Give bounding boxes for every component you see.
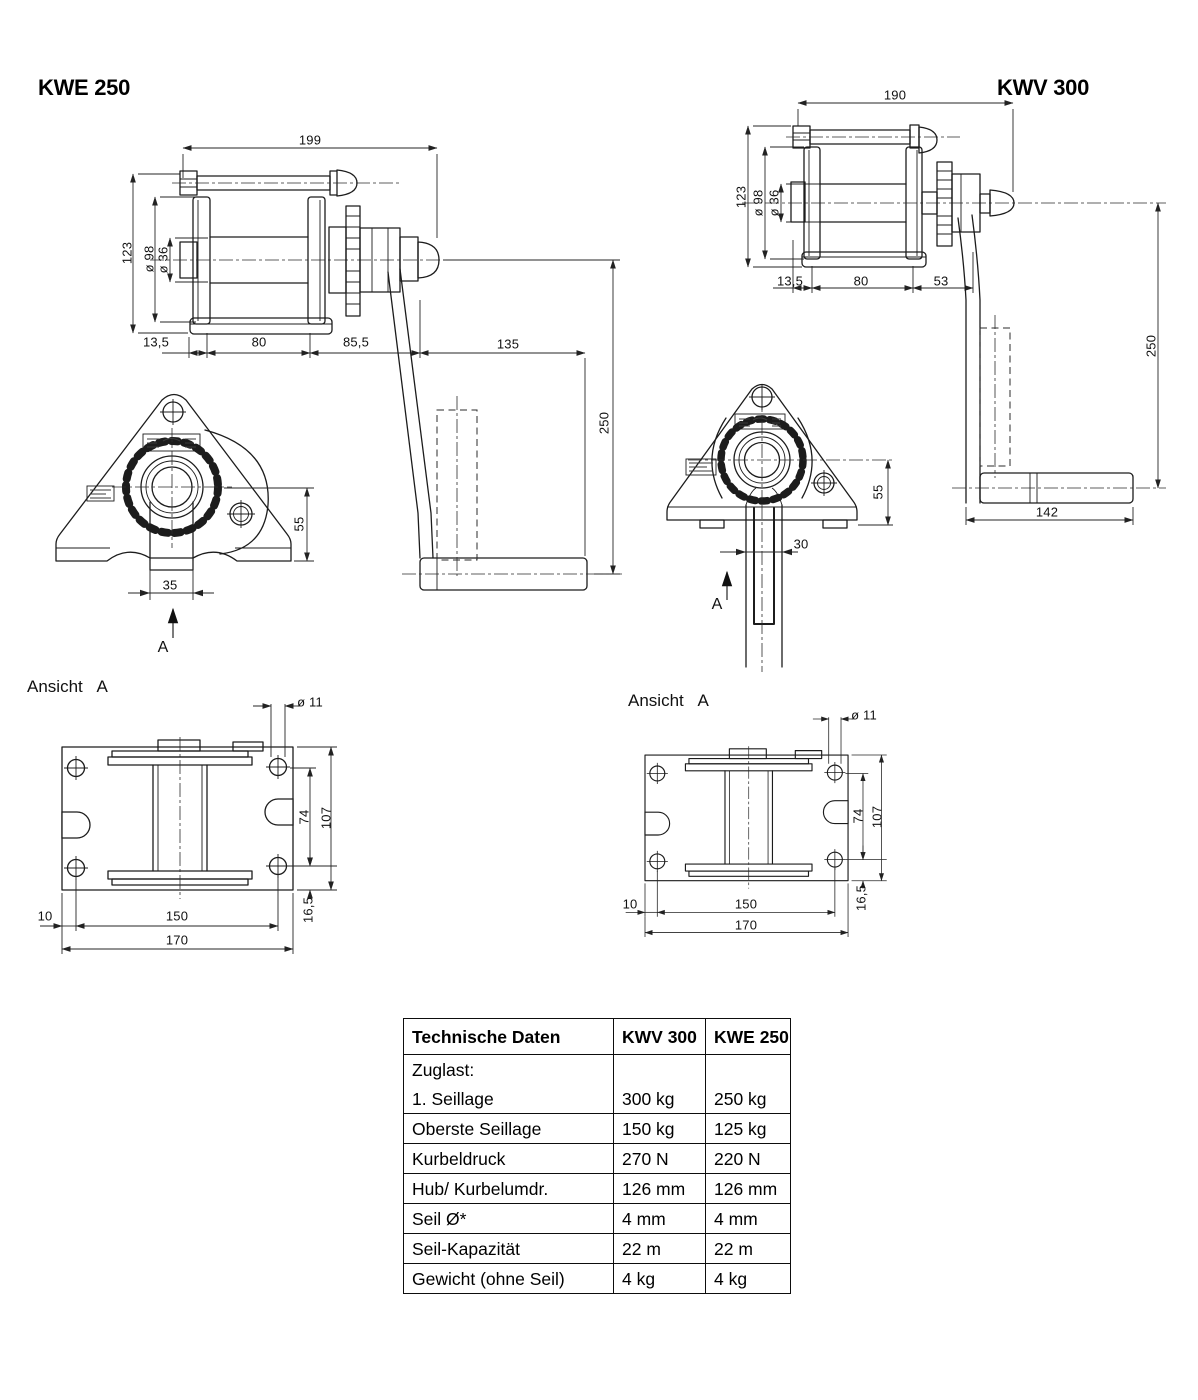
dim-ansl-hole-pitch-v: 74	[296, 809, 312, 825]
dim-ansr-edge-bottom: 16,5	[853, 884, 869, 912]
dim-ansr-hole-pitch-h: 150	[734, 896, 758, 912]
dim-kwe-frame-height: 123	[119, 241, 135, 265]
dim-kwe-hub-height: 55	[291, 516, 307, 532]
row-value-kwv: 126 mm	[613, 1173, 706, 1204]
dim-kwv-shaft-width: 30	[793, 536, 809, 552]
ansicht-a-left-heading: Ansicht A	[27, 677, 108, 696]
row-label: Oberste Seillage	[403, 1113, 614, 1144]
title-kwv300: KWV 300	[997, 75, 1090, 100]
dim-kwe-crank-reach: 250	[596, 411, 612, 435]
dim-kwe-seg-flange: 13,5	[142, 334, 170, 350]
row-value-kwe: 22 m	[705, 1233, 791, 1264]
row-value-kwv: 300 kg	[613, 1084, 706, 1114]
row-label: Hub/ Kurbelumdr.	[403, 1173, 614, 1204]
row-value-kwv	[613, 1054, 706, 1084]
table-row: Gewicht (ohne Seil) 4 kg 4 kg	[403, 1263, 791, 1294]
tech-data-table: Technische Daten KWV 300 KWE 250 Zuglast…	[403, 1018, 791, 1294]
row-label: Kurbeldruck	[403, 1143, 614, 1174]
view-arrow-label-kwe: A	[157, 639, 169, 656]
row-value-kwv: 150 kg	[613, 1113, 706, 1144]
row-value-kwe: 125 kg	[705, 1113, 791, 1144]
table-header-kwv300: KWV 300	[613, 1018, 706, 1055]
dim-kwv-drum-dia: ø 36	[766, 189, 782, 217]
row-value-kwv: 4 kg	[613, 1263, 706, 1294]
table-row: Hub/ Kurbelumdr. 126 mm 126 mm	[403, 1173, 791, 1204]
dim-ansr-plate-height: 107	[869, 805, 885, 829]
dim-kwv-hub-height: 55	[870, 484, 886, 500]
dim-kwe-seg-drum: 80	[251, 334, 267, 350]
table-row: Zuglast:	[403, 1054, 791, 1084]
ansicht-a-left-view	[40, 703, 337, 954]
dim-kwe-seg-crank: 85,5	[342, 334, 370, 350]
dim-kwv-flange-dia: ø 98	[750, 189, 766, 217]
view-arrow-label-kwv: A	[711, 596, 723, 613]
dim-ansl-plate-width: 170	[165, 932, 189, 948]
dim-ansl-hole-dia: ø 11	[297, 694, 323, 710]
table-header-title: Technische Daten	[403, 1018, 614, 1055]
table-row: Kurbeldruck 270 N 220 N	[403, 1143, 791, 1174]
row-value-kwe: 220 N	[705, 1143, 791, 1174]
row-value-kwe: 4 mm	[705, 1203, 791, 1234]
kwv300-side-view	[742, 100, 1166, 525]
row-value-kwv: 4 mm	[613, 1203, 706, 1234]
table-header-kwe250: KWE 250	[705, 1018, 791, 1055]
row-label: 1. Seillage	[403, 1084, 614, 1114]
row-value-kwe: 4 kg	[705, 1263, 791, 1294]
table-row: Seil Ø* 4 mm 4 mm	[403, 1203, 791, 1234]
row-value-kwe: 250 kg	[705, 1084, 791, 1114]
table-row: Oberste Seillage 150 kg 125 kg	[403, 1113, 791, 1144]
dim-ansl-plate-height: 107	[318, 806, 334, 830]
dim-ansr-plate-width: 170	[734, 917, 758, 933]
row-label: Seil Ø*	[403, 1203, 614, 1234]
row-value-kwv: 22 m	[613, 1233, 706, 1264]
dim-kwe-shaft-width: 35	[162, 577, 178, 593]
dim-ansr-hole-pitch-v: 74	[850, 808, 866, 824]
table-row: Seil-Kapazität 22 m 22 m	[403, 1233, 791, 1264]
dim-kwv-overall-length: 190	[883, 87, 907, 103]
dim-kwv-seg-crank: 53	[933, 273, 949, 289]
dim-kwv-frame-height: 123	[733, 185, 749, 209]
dim-kwv-handle-length: 142	[1035, 504, 1059, 520]
dim-kwe-handle-length: 135	[496, 336, 520, 352]
row-label: Gewicht (ohne Seil)	[403, 1263, 614, 1294]
kwe250-side-view	[130, 145, 622, 591]
dim-kwv-crank-reach: 250	[1143, 334, 1159, 358]
title-kwe250: KWE 250	[38, 75, 131, 100]
dim-kwe-flange-dia: ø 98	[141, 245, 157, 273]
dim-kwv-seg-flange: 13,5	[776, 273, 804, 289]
table-row: 1. Seillage 300 kg 250 kg	[403, 1084, 791, 1114]
row-value-kwe: 126 mm	[705, 1173, 791, 1204]
table-header-row: Technische Daten KWV 300 KWE 250	[403, 1018, 791, 1055]
dim-ansl-edge-bottom: 16,5	[300, 896, 316, 924]
dim-ansr-edge-left: 10	[622, 896, 638, 912]
kwv300-front-view	[666, 383, 893, 672]
row-value-kwv: 270 N	[613, 1143, 706, 1174]
ansicht-a-right-heading: Ansicht A	[628, 691, 709, 710]
row-label: Seil-Kapazität	[403, 1233, 614, 1264]
dim-ansl-edge-left: 10	[37, 908, 53, 924]
dim-ansl-hole-pitch-h: 150	[165, 908, 189, 924]
dim-kwe-overall-length: 199	[298, 132, 322, 148]
row-value-kwe	[705, 1054, 791, 1084]
row-label: Zuglast:	[403, 1054, 614, 1084]
dim-ansr-hole-dia: ø 11	[851, 707, 877, 723]
dim-kwv-seg-drum: 80	[853, 273, 869, 289]
kwe250-front-view	[55, 393, 314, 638]
dim-kwe-drum-dia: ø 36	[155, 246, 171, 274]
